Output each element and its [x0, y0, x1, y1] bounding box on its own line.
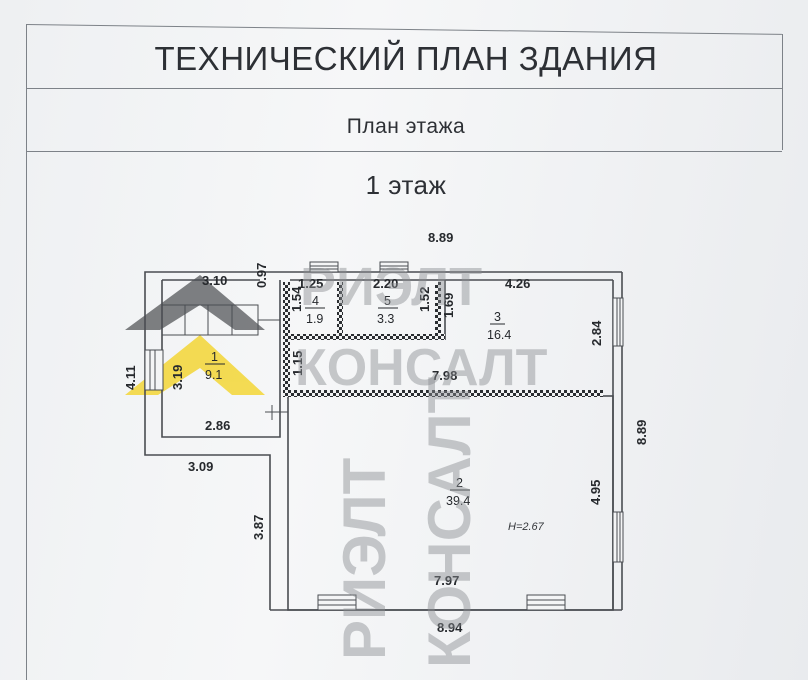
- room-1-number: 1: [211, 350, 218, 364]
- dim-3-09: 3.09: [188, 459, 213, 474]
- watermark-line-2: КОНСАЛТ: [295, 339, 548, 397]
- dim-1-52: 1.52: [417, 287, 432, 312]
- room-5-area: 3.3: [377, 312, 394, 326]
- dim-top-total: 8.89: [428, 230, 453, 245]
- dim-right-total: 8.89: [634, 420, 649, 445]
- frame-left-line: [26, 24, 27, 680]
- document-subtitle: План этажа: [346, 115, 466, 138]
- dim-1-15: 1.15: [290, 351, 305, 376]
- room-4-number: 4: [312, 294, 319, 308]
- watermark-vertical-1: РИЭЛТ: [331, 458, 398, 660]
- room-fraction-lines: [205, 307, 505, 491]
- dim-4-26: 4.26: [505, 276, 530, 291]
- dim-3-19: 3.19: [170, 365, 185, 390]
- dim-1-25: 1.25: [298, 276, 323, 291]
- room-1-walls: [144, 271, 280, 610]
- floor-label: 1 этаж: [365, 170, 447, 200]
- dim-2-20: 2.20: [373, 276, 398, 291]
- windows: [144, 261, 624, 611]
- dim-bottom-total: 8.94: [437, 620, 463, 635]
- watermark-vertical-2: КОНСАЛТ: [416, 377, 483, 668]
- room-3-number: 3: [494, 310, 501, 324]
- dim-1-69: 1.69: [441, 293, 456, 318]
- dim-2-86: 2.86: [205, 418, 230, 433]
- title-divider-line: [26, 88, 782, 89]
- dim-3-10: 3.10: [202, 273, 227, 288]
- frame-right-line: [782, 34, 783, 150]
- ceiling-height-note: H=2.67: [508, 521, 545, 533]
- room-2-number: 2: [456, 476, 463, 490]
- room-2-area: 39.4: [446, 494, 470, 508]
- dim-1-54: 1.54: [289, 286, 304, 312]
- document-title: ТЕХНИЧЕСКИЙ ПЛАН ЗДАНИЯ: [154, 40, 658, 77]
- dim-4-95: 4.95: [588, 480, 603, 505]
- hatched-walls: [283, 282, 603, 397]
- dim-4-11: 4.11: [123, 365, 138, 390]
- dim-7-98: 7.98: [432, 368, 457, 383]
- subtitle-divider-line: [26, 151, 782, 152]
- room-3-area: 16.4: [487, 328, 511, 342]
- room-5-number: 5: [384, 294, 391, 308]
- dim-7-97: 7.97: [434, 573, 459, 588]
- room-1-area: 9.1: [205, 368, 222, 382]
- watermark-line-1: РИЭЛТ: [300, 257, 482, 317]
- dim-0-97: 0.97: [254, 263, 269, 288]
- room-4-area: 1.9: [306, 312, 323, 326]
- dim-2-84: 2.84: [589, 320, 604, 346]
- dim-3-87: 3.87: [251, 515, 266, 540]
- stairs-symbol: [161, 304, 288, 420]
